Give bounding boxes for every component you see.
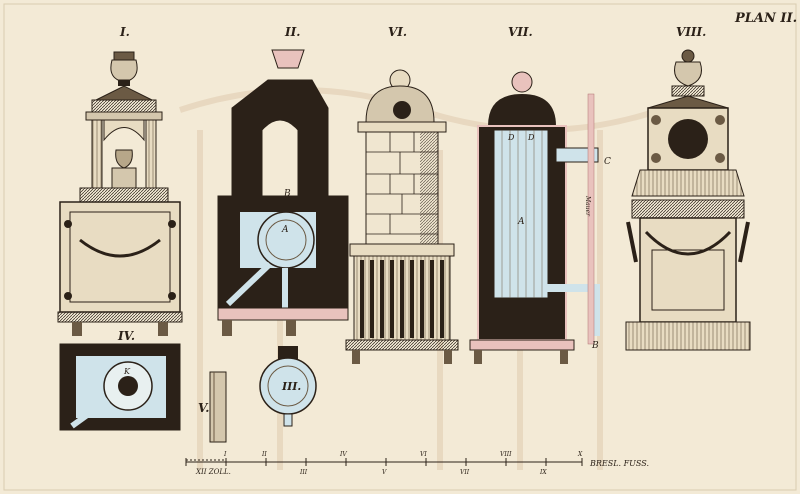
figure-label-VIII: VIII. [676,25,706,39]
letter-A: A [281,225,289,235]
scale-tick-X: X [577,451,583,458]
figure-label-VII: VII. [508,25,533,39]
letter-K: K [123,367,131,376]
letter-B-fig7: B [591,341,599,351]
scale-tick-III: III [299,469,308,476]
figure-label-VI: VI. [388,25,407,39]
plate-border [3,3,797,491]
scale-tick-IV: IV [339,451,347,458]
figure-IV-plan: IV. K [59,329,181,431]
letter-C: C [604,157,611,167]
figure-VI-tile-stove: VI. [345,25,459,364]
letter-A-fig7: A [517,217,525,227]
scale-unit-right: BRESL. FUSS. [589,459,649,468]
letter-D-right: D [527,133,535,142]
figure-label-I: I. [119,25,130,39]
figure-III-vessel: III. [259,346,317,427]
inner-cylinder [493,129,549,299]
letter-B: B [283,189,291,199]
urn-finial [110,59,138,81]
figure-label-III: III. [281,380,301,393]
letter-D-left: D [507,133,515,142]
scale-tick-V: V [382,469,387,476]
scale-tick-VI: VI [420,451,427,458]
figure-I-ornamental-stove: I. [57,25,183,336]
figure-label-IV: IV. [117,329,135,343]
figure-label-V: V. [198,401,209,415]
scale-tick-VII: VII [460,469,470,476]
scale-tick-VIII: VIII [500,451,512,458]
scale-bar: XII ZOLL. I II IV VI VIII X III V VII IX… [185,451,649,476]
figure-V-pipe: V. [198,371,227,443]
scale-tick-IX: IX [539,469,547,476]
figure-VIII-ornamental-stove: VIII. [625,25,751,351]
figure-VII-section: VII. D D A C B Mauer [469,25,611,364]
scale-unit-left: XII ZOLL. [195,468,231,476]
figure-label-II: II. [284,25,300,39]
scale-tick-II: II [261,451,267,458]
label-mauer: Mauer [584,195,591,217]
scale-tick-I: I [223,451,227,458]
plate-title: PLAN II. [734,11,797,26]
figure-II-section: II. A B [217,25,349,336]
